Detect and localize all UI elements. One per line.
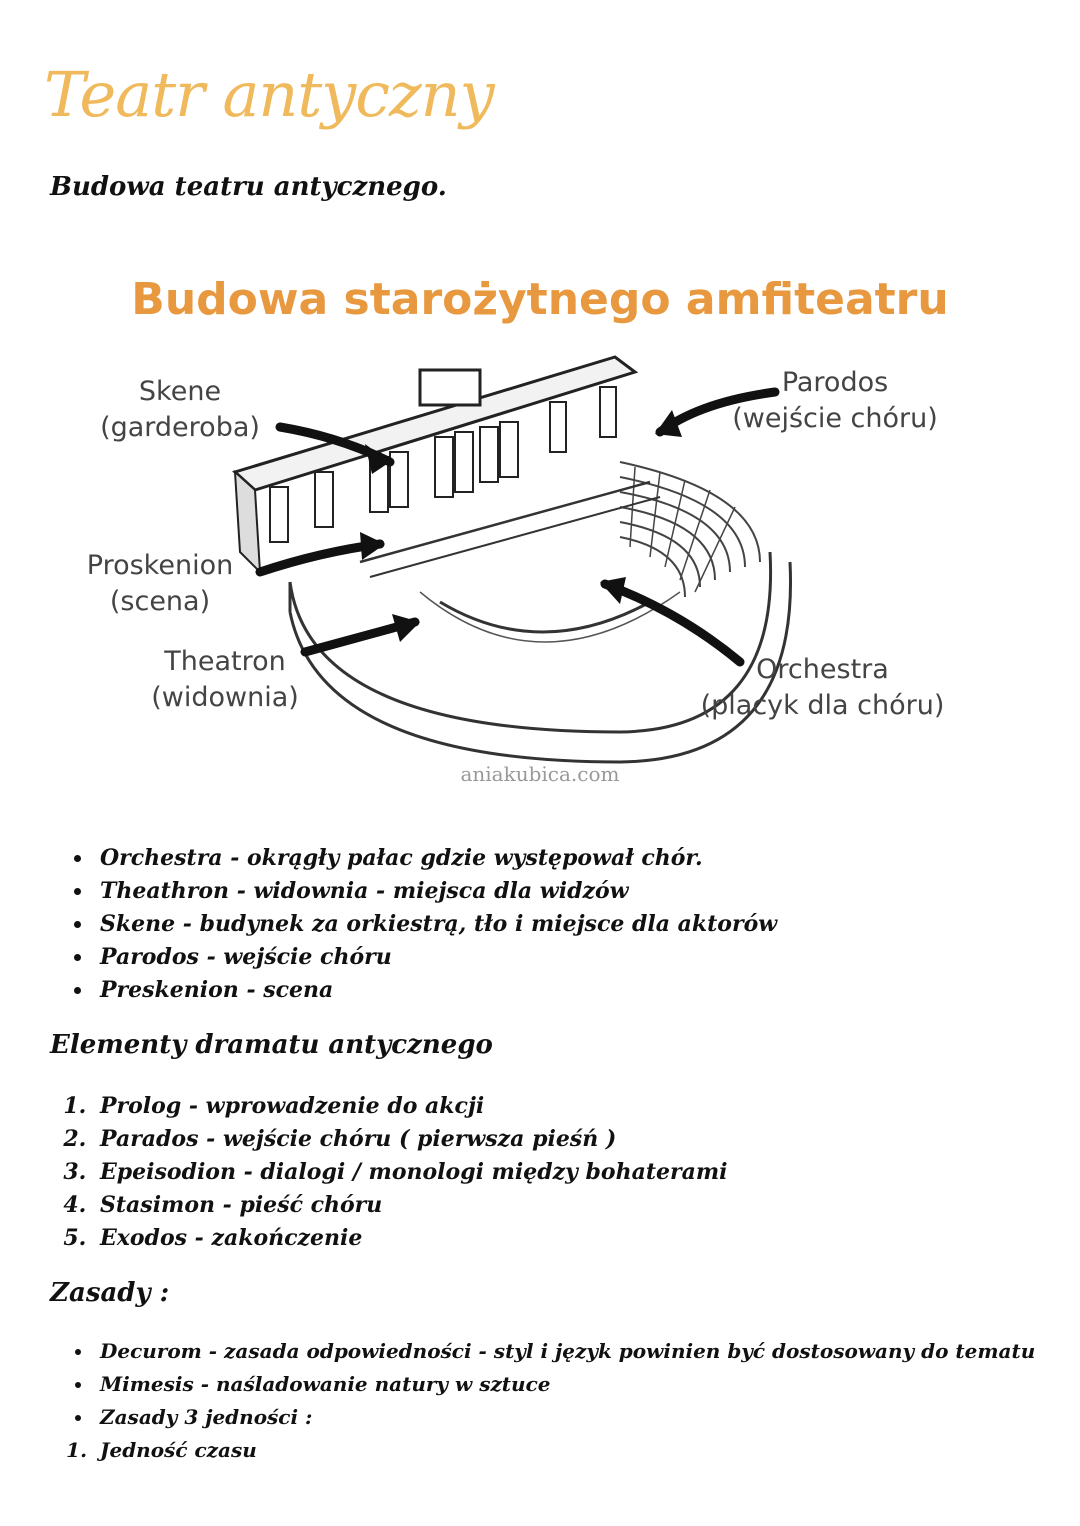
list-item: Epeisodion - dialogi / monologi między b… bbox=[94, 1156, 1074, 1189]
list-item: Parados - wejście chóru ( pierwsza pieśń… bbox=[94, 1123, 1074, 1156]
theatre-illustration bbox=[232, 355, 793, 764]
label-proskenion-name: Proskenion bbox=[86, 550, 234, 581]
theatre-diagram: Budowa starożytnego amfiteatru bbox=[60, 262, 1020, 802]
list-item: Preskenion - scena bbox=[94, 974, 1074, 1007]
list-item: Decurom - zasada odpowiedności - styl i … bbox=[94, 1335, 1080, 1368]
list-item: Jedność czasu bbox=[94, 1434, 1074, 1467]
label-skene: Skene (garderoba) bbox=[100, 374, 260, 446]
label-theatron-desc: (widownia) bbox=[151, 682, 299, 713]
label-theatron: Theatron (widownia) bbox=[145, 644, 305, 716]
label-parodos-name: Parodos bbox=[781, 367, 889, 398]
elements-list: Prolog - wprowadzenie do akcji Parados -… bbox=[50, 1090, 1074, 1255]
list-item: Orchestra - okrągły pałac gdzie występow… bbox=[94, 842, 1074, 875]
page-subtitle: Budowa teatru antycznego. bbox=[50, 172, 447, 202]
label-theatron-name: Theatron bbox=[164, 646, 286, 677]
parts-list: Orchestra - okrągły pałac gdzie występow… bbox=[50, 842, 1074, 1007]
elements-heading: Elementy dramatu antycznego bbox=[50, 1030, 493, 1060]
label-skene-desc: (garderoba) bbox=[100, 412, 260, 443]
label-parodos-desc: (wejście chóru) bbox=[732, 403, 938, 434]
diagram-title: Budowa starożytnego amfiteatru bbox=[131, 274, 949, 325]
label-orchestra: Orchestra (placyk dla chóru) bbox=[700, 652, 945, 724]
diagram-credit: aniakubica.com bbox=[460, 762, 620, 786]
rules-heading: Zasady : bbox=[50, 1278, 170, 1308]
list-item: Parodos - wejście chóru bbox=[94, 941, 1074, 974]
list-item: Skene - budynek za orkiestrą, tło i miej… bbox=[94, 908, 1074, 941]
label-parodos: Parodos (wejście chóru) bbox=[730, 365, 940, 437]
list-item: Mimesis - naśladowanie natury w sztuce bbox=[94, 1368, 1080, 1401]
rules-list: Decurom - zasada odpowiedności - styl i … bbox=[50, 1335, 1080, 1434]
rules-sublist: Jedność czasu bbox=[50, 1434, 1074, 1467]
page-title: Teatr antyczny bbox=[44, 58, 495, 131]
label-orchestra-name: Orchestra bbox=[756, 654, 889, 685]
label-proskenion-desc: (scena) bbox=[109, 586, 211, 617]
label-skene-name: Skene bbox=[138, 376, 222, 407]
label-orchestra-desc: (placyk dla chóru) bbox=[700, 690, 945, 721]
list-item: Theathron - widownia - miejsca dla widzó… bbox=[94, 875, 1074, 908]
list-item: Stasimon - pieść chóru bbox=[94, 1189, 1074, 1222]
list-item: Zasady 3 jedności : bbox=[94, 1401, 1080, 1434]
list-item: Exodos - zakończenie bbox=[94, 1222, 1074, 1255]
label-proskenion: Proskenion (scena) bbox=[80, 548, 240, 620]
list-item: Prolog - wprowadzenie do akcji bbox=[94, 1090, 1074, 1123]
